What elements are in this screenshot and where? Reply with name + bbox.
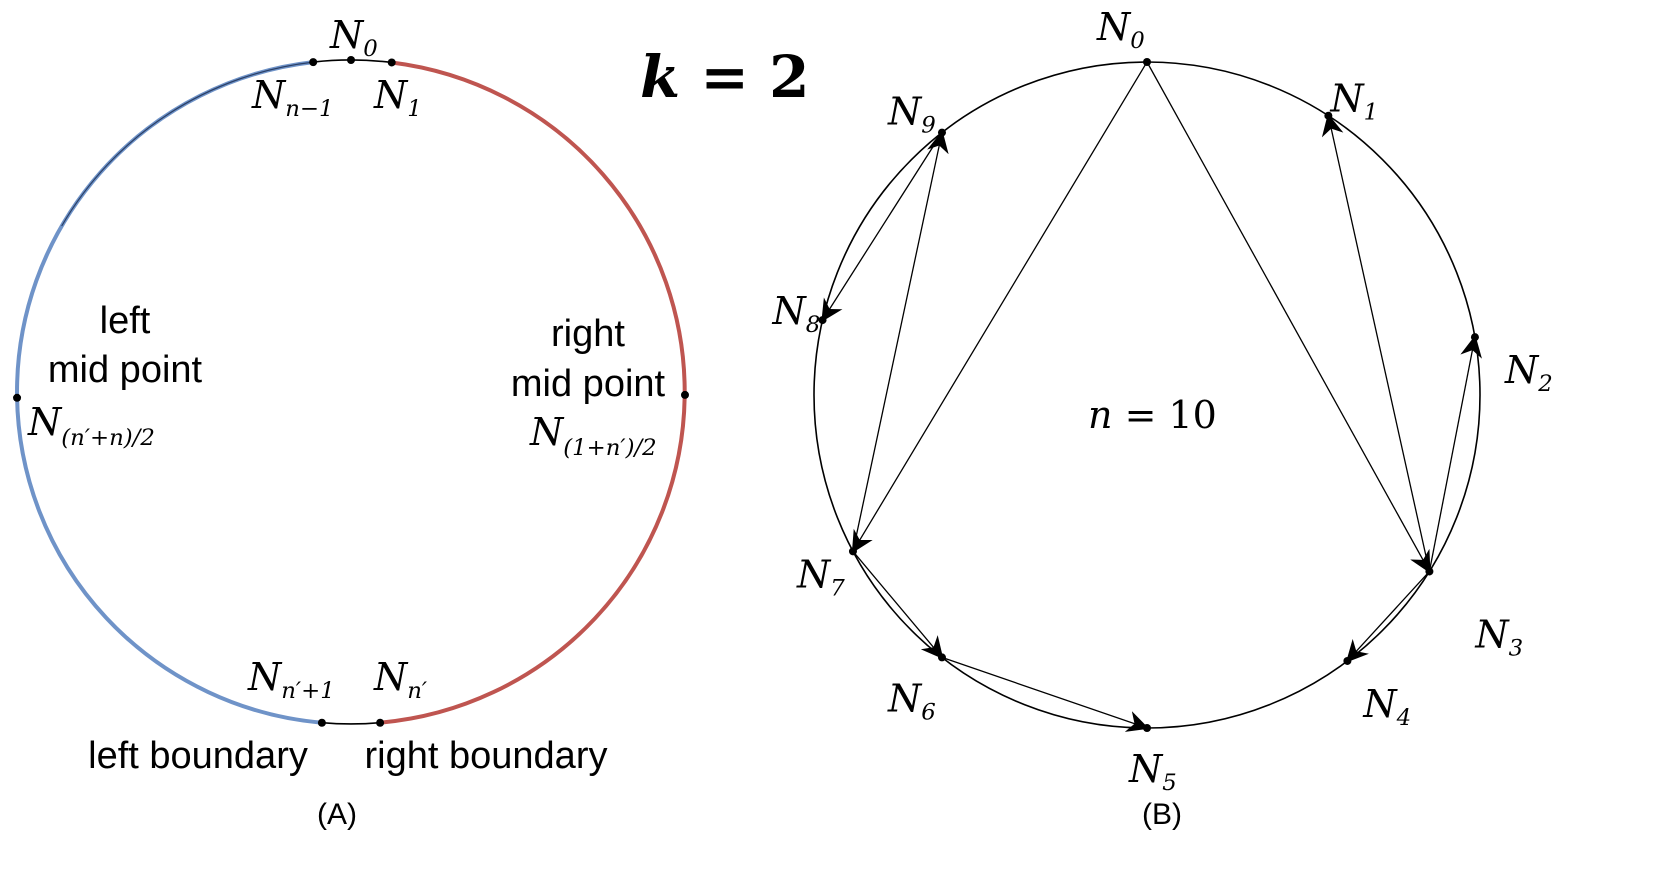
node-n6 <box>937 653 946 662</box>
left-mid-word-1: left <box>100 300 151 342</box>
label-n1: N1 <box>373 73 422 122</box>
node-n4 <box>1343 656 1352 665</box>
edge-n3-to-n2 <box>1428 335 1482 572</box>
node-n5 <box>1143 724 1151 732</box>
dot-n-minus-1 <box>309 58 318 67</box>
bottom-black-arc <box>321 721 381 725</box>
n-label: n = 10 <box>1088 393 1217 437</box>
label-n9: N9 <box>887 90 936 139</box>
label-n1: N1 <box>1329 77 1378 126</box>
dot-right-mid <box>680 390 689 399</box>
label-n-prime: Nn′ <box>373 655 428 704</box>
label-n3: N3 <box>1474 612 1523 661</box>
right-mid-word-2: mid point <box>511 363 666 405</box>
panel-b-edges <box>821 61 1482 732</box>
node-n1 <box>1324 111 1333 120</box>
edge-n3-to-n4 <box>1345 571 1430 663</box>
label-left-mid: N(n′+n)/2 <box>27 400 155 451</box>
edge-n3-to-n1 <box>1321 113 1431 572</box>
node-n3 <box>1425 567 1434 576</box>
label-n0: N0 <box>1096 5 1145 54</box>
node-n9 <box>937 128 946 137</box>
right-boundary-label: right boundary <box>365 735 608 777</box>
label-n7: N7 <box>796 552 845 601</box>
label-n6: N6 <box>887 676 936 725</box>
edge-n6-to-n5 <box>941 656 1150 732</box>
panel-b-node-dots <box>818 58 1479 732</box>
node-n0 <box>1143 58 1151 66</box>
k-label: k = 2 <box>640 43 810 111</box>
label-n8: N8 <box>772 289 821 338</box>
dot-n0 <box>347 56 355 64</box>
panel-a: N0 Nn−1 N1 Nn′+1 Nn′ N(n′+n)/2 N(1+n′)/2… <box>13 13 689 831</box>
edge-n0-to-n7 <box>851 61 1148 554</box>
node-n8 <box>818 316 827 325</box>
label-n4: N4 <box>1362 682 1411 731</box>
left-boundary-label: left boundary <box>88 735 308 777</box>
node-n7 <box>848 547 857 556</box>
label-n0: N0 <box>329 13 378 62</box>
edge-n7-to-n9 <box>852 130 949 552</box>
node-n2 <box>1470 333 1479 342</box>
right-mid-word-1: right <box>551 313 625 355</box>
edge-n7-to-n6 <box>852 550 944 660</box>
caption-a: (A) <box>317 798 357 831</box>
label-n-minus-1: Nn−1 <box>251 73 334 122</box>
edge-n0-to-n3 <box>1146 61 1431 574</box>
dot-left-mid <box>13 393 22 402</box>
label-n2: N2 <box>1504 348 1553 397</box>
dot-n-prime <box>376 718 385 727</box>
label-n5: N5 <box>1128 747 1177 796</box>
edge-n9-to-n8 <box>821 132 943 322</box>
label-n-prime-plus-1: Nn′+1 <box>247 655 335 704</box>
dot-n1 <box>387 58 396 67</box>
left-blue-arc <box>15 60 323 725</box>
panel-a-node-dots <box>13 56 689 727</box>
label-right-mid: N(1+n′)/2 <box>529 410 657 461</box>
dot-n-prime-plus-1 <box>317 718 326 727</box>
left-dark-inner-arc <box>61 61 314 227</box>
caption-b: (B) <box>1142 798 1182 831</box>
left-mid-word-2: mid point <box>48 349 203 391</box>
